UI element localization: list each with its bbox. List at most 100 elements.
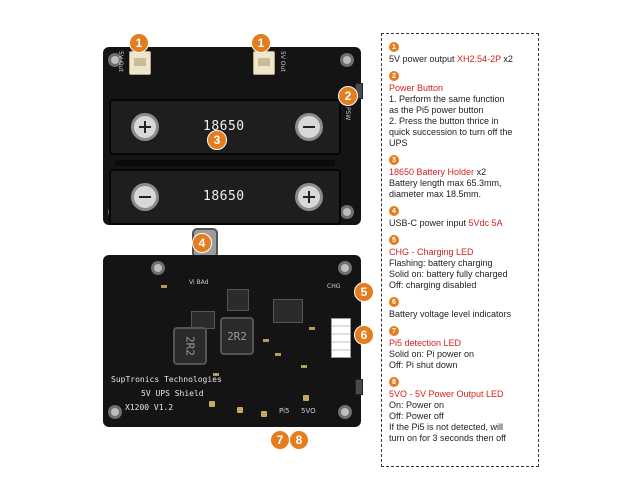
legend-item-5: 5 CHG - Charging LED Flashing: battery c…	[389, 235, 532, 291]
smd-component	[161, 285, 167, 288]
connector-label-right: 5V Out	[279, 51, 286, 72]
legend-item-3-highlight: 18650 Battery Holder	[389, 167, 475, 177]
legend-item-2-line: as the Pi5 power button	[389, 105, 484, 115]
legend-item-1-highlight: XH2.54-2P	[457, 54, 501, 64]
inductor-left: 2R2	[173, 327, 207, 365]
legend-number-2: 2	[389, 71, 399, 81]
board-model: X1200 V1.2	[125, 403, 174, 412]
legend-item-8: 8 5VO - 5V Power Output LED On: Power on…	[389, 377, 532, 444]
5v-output-connector-right	[253, 51, 275, 75]
board-product-name: 5V UPS Shield	[141, 389, 204, 398]
battery-label-2: 18650	[203, 189, 245, 204]
mounting-hole	[340, 53, 354, 67]
mounting-hole	[151, 261, 165, 275]
legend-number-5: 5	[389, 235, 399, 245]
legend-item-4-highlight: 5Vdc 5A	[468, 218, 503, 228]
level-led	[332, 327, 350, 335]
mounting-hole	[338, 261, 352, 275]
legend-item-4: 4 USB-C power input 5Vdc 5A	[389, 206, 532, 229]
legend-item-7-line: Solid on: Pi power on	[389, 349, 475, 359]
battery-level-indicators	[331, 318, 351, 358]
gold-pad	[261, 411, 267, 417]
legend-item-7-line: Off: Pi shut down	[389, 360, 458, 370]
smd-component	[275, 353, 281, 356]
level-led	[332, 335, 350, 343]
legend-number-1: 1	[389, 42, 399, 52]
ic-chip	[273, 299, 303, 323]
power-button-label: PSW	[344, 107, 351, 121]
connector-label-left: 5V Out	[117, 51, 124, 72]
callout-badge-5: 5	[354, 282, 374, 302]
legend-number-3: 3	[389, 155, 399, 165]
mounting-hole	[338, 405, 352, 419]
callout-badge-2: 2	[338, 86, 358, 106]
legend-item-2: 2 Power Button 1. Perform the same funct…	[389, 71, 532, 149]
legend-item-3-suffix: x2	[474, 167, 487, 177]
battery-positive-terminal	[131, 113, 159, 141]
legend-item-8-line: If the Pi5 is not detected, will	[389, 422, 504, 432]
legend-item-6-text: Battery voltage level indicators	[389, 309, 512, 319]
ups-board-top-view: 5V Out 5V Out 18650 18650 PSW	[103, 47, 363, 225]
battery-negative-terminal	[295, 113, 323, 141]
legend-number-7: 7	[389, 326, 399, 336]
smd-component	[213, 373, 219, 376]
smd-component	[309, 327, 315, 330]
legend-item-8-title: 5VO - 5V Power Output LED	[389, 389, 504, 399]
legend-item-2-line: UPS	[389, 138, 408, 148]
legend-item-3: 3 18650 Battery Holder x2 Battery length…	[389, 155, 532, 200]
legend-item-3-title: 18650 Battery Holder x2	[389, 167, 532, 178]
5vo-led-label: 5VO	[301, 407, 316, 415]
legend-item-4-text: USB-C power input 5Vdc 5A	[389, 218, 532, 229]
legend-item-5-line: Solid on: battery fully charged	[389, 269, 508, 279]
legend-panel: 1 5V power output XH2.54-2P x2 2 Power B…	[381, 33, 539, 467]
legend-item-7: 7 Pi5 detection LED Solid on: Pi power o…	[389, 326, 532, 371]
callout-badge-7: 7	[270, 430, 290, 450]
callout-badge-6: 6	[354, 325, 374, 345]
legend-item-2-line: quick succession to turn off the	[389, 127, 513, 137]
legend-item-6: 6 Battery voltage level indicators	[389, 297, 532, 320]
legend-item-1-text: 5V power output XH2.54-2P x2	[389, 54, 532, 65]
legend-item-5-line: Off: charging disabled	[389, 280, 477, 290]
battery-holder-2: 18650	[109, 169, 341, 225]
mounting-hole	[340, 205, 354, 219]
legend-item-8-line: Off: Power off	[389, 411, 444, 421]
battery-holder-1: 18650	[109, 99, 341, 155]
legend-item-7-title: Pi5 detection LED	[389, 338, 462, 348]
legend-item-8-line: On: Power on	[389, 400, 445, 410]
mounting-hole	[108, 53, 122, 67]
legend-item-3-line: diameter max 18.5mm.	[389, 189, 482, 199]
chg-led-label: CHG	[327, 283, 341, 290]
gold-pad	[303, 395, 309, 401]
callout-badge-4: 4	[192, 233, 212, 253]
smd-component	[301, 365, 307, 368]
callout-badge-3: 3	[207, 130, 227, 150]
legend-number-8: 8	[389, 377, 399, 387]
legend-item-4-label: USB-C power input	[389, 218, 469, 228]
battery-divider	[115, 160, 335, 166]
legend-item-8-line: turn on for 3 seconds then off	[389, 433, 506, 443]
battery-negative-terminal	[131, 183, 159, 211]
5v-output-connector-left	[129, 51, 151, 75]
legend-item-5-title: CHG - Charging LED	[389, 247, 474, 257]
legend-item-5-line: Flashing: battery charging	[389, 258, 493, 268]
level-led	[332, 343, 350, 351]
smd-component	[263, 339, 269, 342]
legend-item-1: 1 5V power output XH2.54-2P x2	[389, 42, 532, 65]
legend-number-6: 6	[389, 297, 399, 307]
level-led	[332, 319, 350, 327]
gold-pad	[209, 401, 215, 407]
legend-item-2-line: 2. Press the button thrice in	[389, 116, 499, 126]
side-switch	[355, 379, 363, 395]
mounting-hole	[108, 405, 122, 419]
callout-badge-8: 8	[289, 430, 309, 450]
board-company-name: SupTronics Technologies	[111, 375, 222, 384]
usb-c-label: Vi BAd	[189, 279, 209, 286]
legend-item-3-line: Battery length max 65.3mm,	[389, 178, 502, 188]
legend-item-2-title: Power Button	[389, 83, 444, 93]
battery-positive-terminal	[295, 183, 323, 211]
inductor-right: 2R2	[220, 317, 254, 355]
callout-badge-1: 1	[251, 33, 271, 53]
legend-item-1-label: 5V power output	[389, 54, 458, 64]
ic-chip	[227, 289, 249, 311]
pi5-led-label: Pi5	[279, 407, 290, 415]
